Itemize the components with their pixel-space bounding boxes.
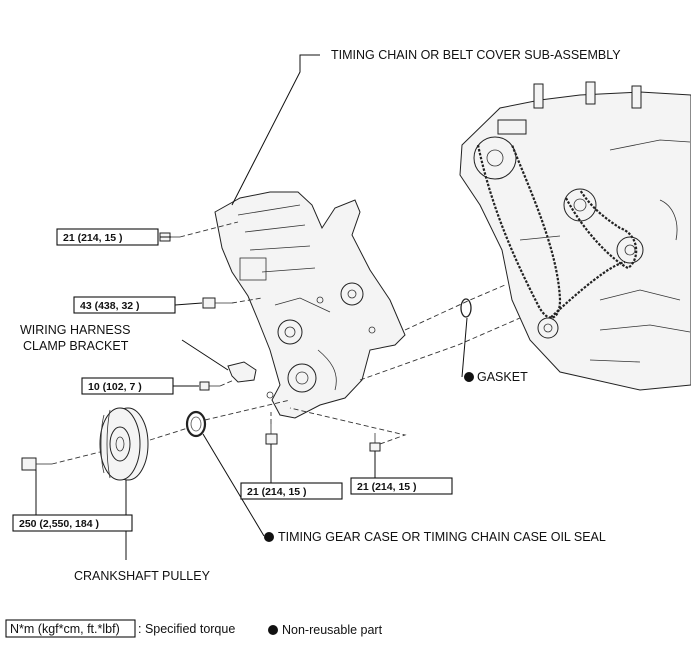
bolt-pulley-icon xyxy=(21,457,52,471)
engine-block-illustration xyxy=(459,81,691,391)
label-timing-cover: TIMING CHAIN OR BELT COVER SUB-ASSEMBLY xyxy=(331,48,621,62)
label-oil-seal: TIMING GEAR CASE OR TIMING CHAIN CASE OI… xyxy=(278,530,606,544)
label-clamp-bracket-line1: WIRING HARNESS xyxy=(20,323,130,337)
torque-value: 43 (438, 32 ) xyxy=(80,300,140,312)
legend-nonreusable: Non-reusable part xyxy=(282,623,383,637)
torque-box-lower-left: 21 (214, 15 ) xyxy=(240,482,343,500)
torque-value: 21 (214, 15 ) xyxy=(63,232,123,244)
oil-seal-illustration xyxy=(185,410,207,438)
torque-box-pulley: 250 (2,550, 184 ) xyxy=(12,514,133,532)
legend: N*m (kgf*cm, ft.*lbf) : Specified torque… xyxy=(5,619,383,638)
clamp-bracket-illustration xyxy=(227,361,257,383)
nonreusable-marker-icon xyxy=(268,625,278,635)
nonreusable-marker-icon xyxy=(464,372,474,382)
torque-box-bracket: 10 (102, 7 ) xyxy=(81,377,174,395)
torque-value: 21 (214, 15 ) xyxy=(247,486,307,498)
crankshaft-pulley-illustration xyxy=(99,407,149,481)
leader-lines xyxy=(35,54,468,560)
nonreusable-marker-icon xyxy=(264,532,274,542)
bolt-lower-left-icon xyxy=(265,424,278,445)
label-crankshaft-pulley: CRANKSHAFT PULLEY xyxy=(74,569,211,583)
torque-value: 10 (102, 7 ) xyxy=(88,381,142,393)
torque-value: 21 (214, 15 ) xyxy=(357,481,417,493)
legend-torque-unit: N*m (kgf*cm, ft.*lbf) xyxy=(10,622,120,636)
timing-cover-illustration xyxy=(214,191,406,419)
label-gasket: GASKET xyxy=(477,370,528,384)
torque-box-cover-upper: 21 (214, 15 ) xyxy=(56,228,159,246)
alignment-dashed-lines xyxy=(51,221,521,465)
torque-box-cover-middle: 43 (438, 32 ) xyxy=(73,296,176,314)
legend-torque-description: : Specified torque xyxy=(138,622,235,636)
bolt-cover-middle-icon xyxy=(202,297,232,309)
label-clamp-bracket-line2: CLAMP BRACKET xyxy=(23,339,129,353)
torque-value: 250 (2,550, 184 ) xyxy=(19,518,99,530)
bolt-lower-right-icon xyxy=(369,433,381,452)
gasket-illustration xyxy=(460,298,472,318)
bolt-bracket-icon xyxy=(199,381,220,391)
torque-box-lower-right: 21 (214, 15 ) xyxy=(350,477,453,495)
